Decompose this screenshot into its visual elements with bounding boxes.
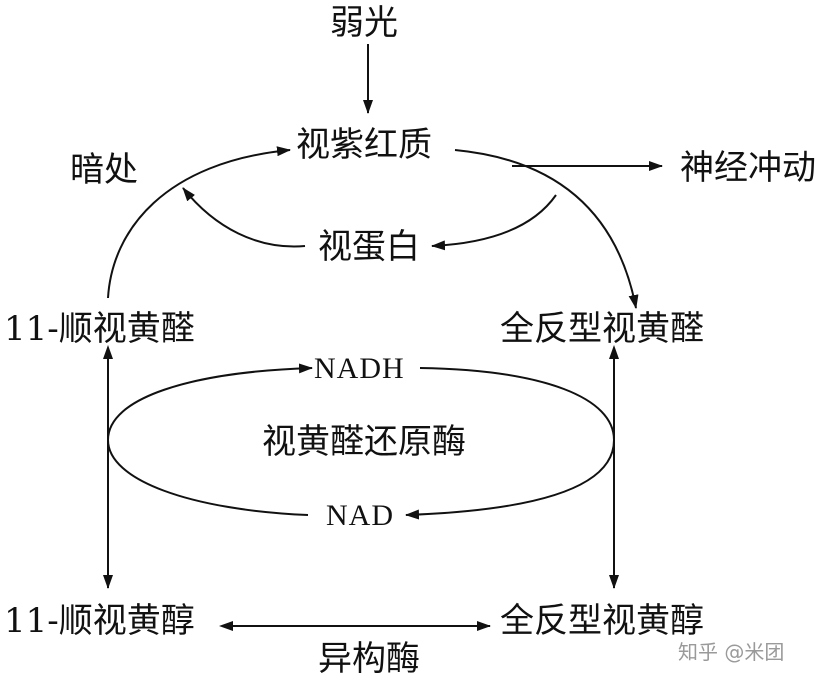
arrow-rhodopsin-breakdown: [454, 149, 639, 309]
arrow-opsin-return: [182, 187, 306, 248]
arrow-dark-regeneration: [107, 146, 291, 299]
label-nerve-impulse: 神经冲动: [680, 148, 816, 188]
label-cis-retinal: 11-顺视黄醛: [4, 309, 195, 349]
watermark: 知乎 @米团: [678, 640, 785, 664]
label-nadh: NADH: [314, 352, 405, 385]
label-weak-light: 弱光: [330, 3, 398, 43]
label-rhodopsin: 视紫红质: [296, 125, 432, 165]
label-cis-retinol: 11-顺视黄醇: [4, 601, 195, 641]
label-nad: NAD: [326, 499, 394, 532]
label-isomerase: 异构酶: [318, 639, 420, 679]
label-reductase: 视黄醛还原酶: [262, 422, 466, 462]
label-trans-retinal: 全反型视黄醛: [500, 309, 704, 349]
label-trans-retinol: 全反型视黄醇: [500, 601, 704, 641]
label-opsin: 视蛋白: [318, 227, 420, 267]
arrow-to-opsin: [431, 194, 557, 251]
label-dark: 暗处: [70, 150, 138, 190]
